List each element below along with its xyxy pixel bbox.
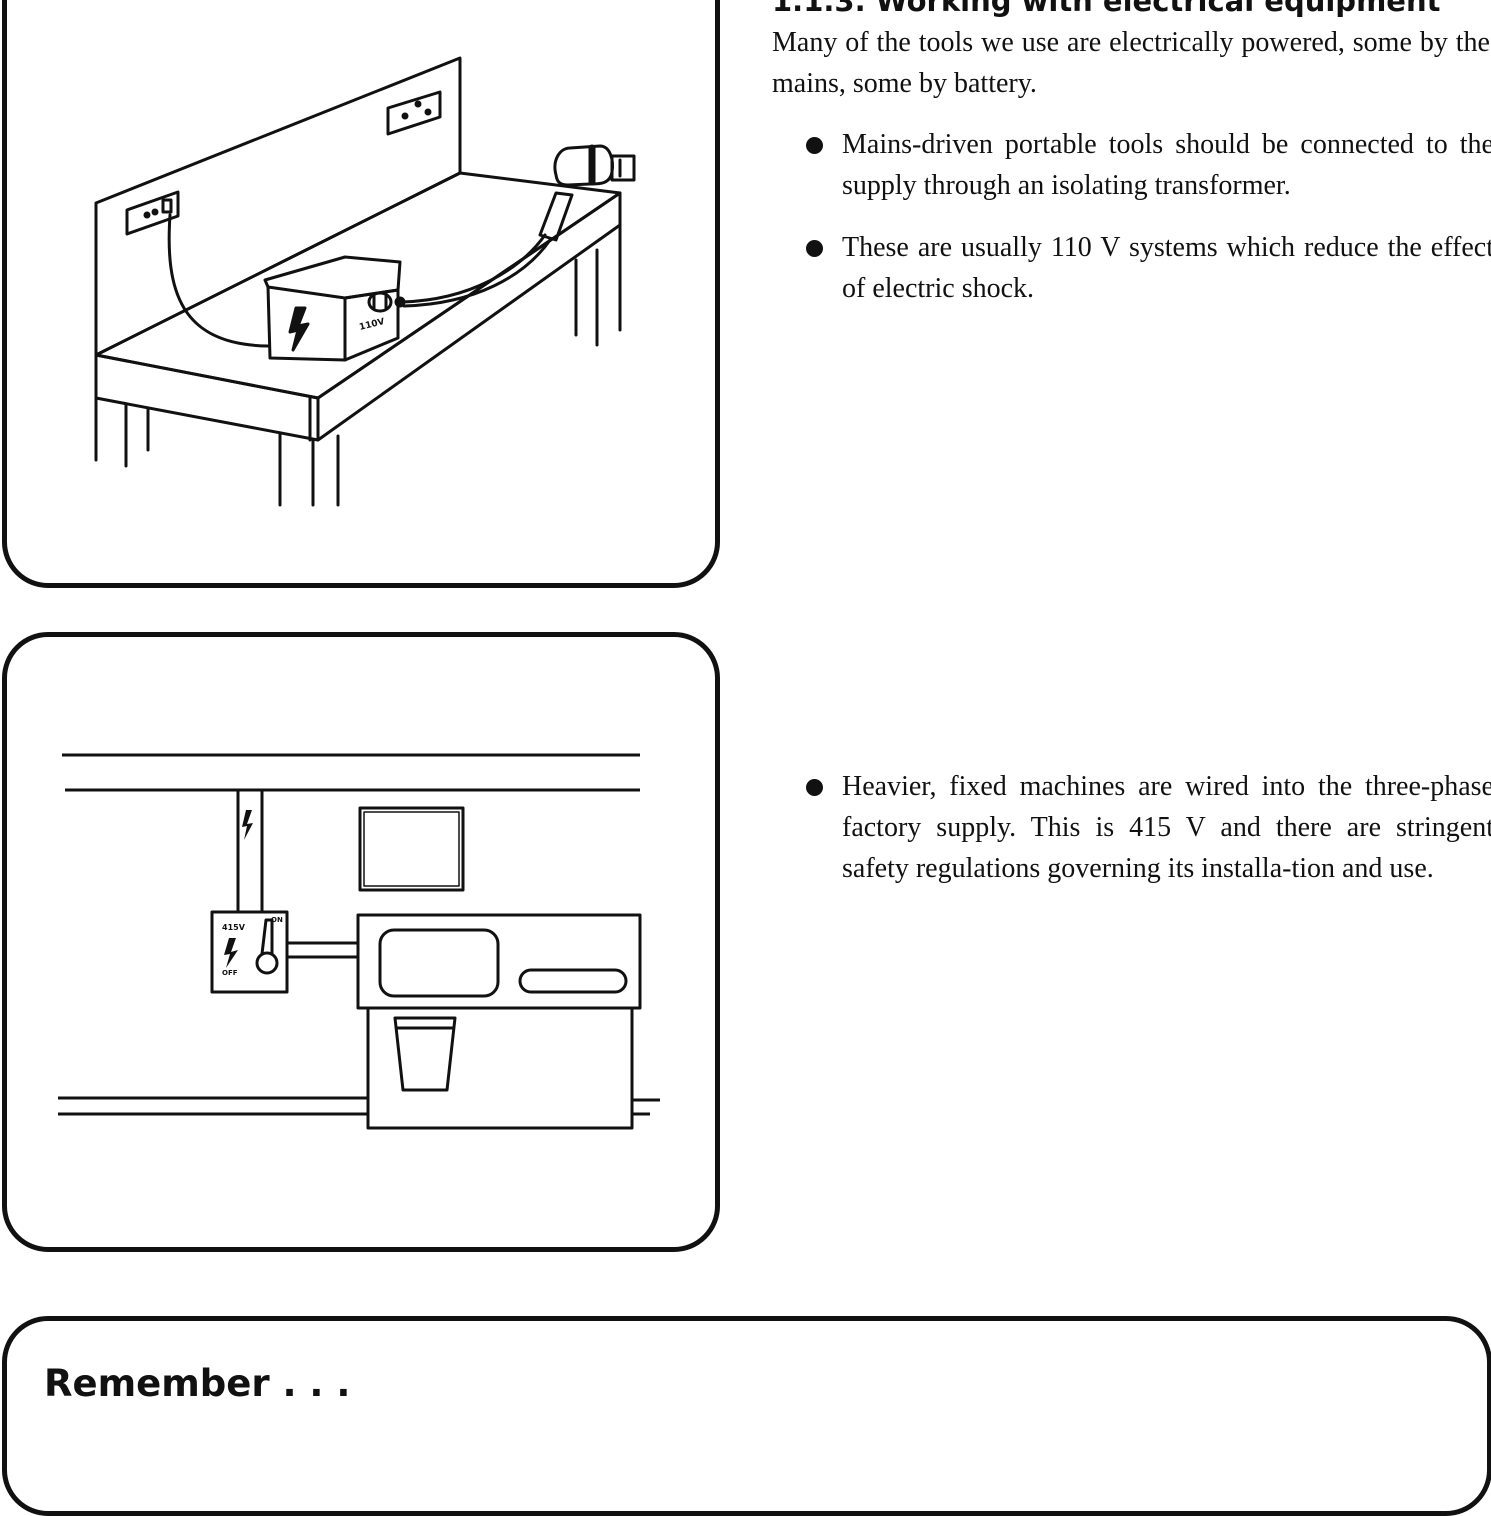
bullet-dot-icon	[806, 240, 823, 257]
remember-title: Remember . . .	[44, 1362, 351, 1405]
illustration-panel-portable-tool: 110V	[2, 0, 720, 588]
list-item: Heavier, fixed machines are wired into t…	[806, 766, 1491, 889]
fixed-machines-bullet-list: Heavier, fixed machines are wired into t…	[806, 766, 1491, 910]
isolator-off-label: OFF	[222, 969, 238, 977]
isolator-on-label: ON	[271, 916, 283, 924]
list-item: These are usually 110 V systems which re…	[806, 227, 1491, 309]
intro-paragraph: Many of the tools we use are electricall…	[772, 27, 1490, 99]
bullet-text: These are usually 110 V systems which re…	[842, 232, 1491, 304]
illustration-panel-fixed-machine: 415V ON OFF	[2, 632, 720, 1252]
bullet-text: Heavier, fixed machines are wired into t…	[842, 771, 1491, 884]
section-heading: 1.1.3. Working with electrical equipment	[772, 0, 1441, 18]
bullet-dot-icon	[806, 137, 823, 154]
fixed-machine-isolator-drawing: 415V ON OFF	[58, 753, 660, 1130]
list-item: Mains-driven portable tools should be co…	[806, 124, 1491, 206]
workbench-transformer-drawing: 110V	[94, 56, 636, 507]
portable-tools-bullet-list: Mains-driven portable tools should be co…	[806, 124, 1491, 330]
transformer-voltage-label: 110V	[358, 317, 385, 333]
bullet-dot-icon	[806, 779, 823, 796]
bullet-text: Mains-driven portable tools should be co…	[842, 129, 1491, 201]
isolator-voltage-label: 415V	[222, 923, 246, 932]
remember-box	[2, 1316, 1491, 1516]
